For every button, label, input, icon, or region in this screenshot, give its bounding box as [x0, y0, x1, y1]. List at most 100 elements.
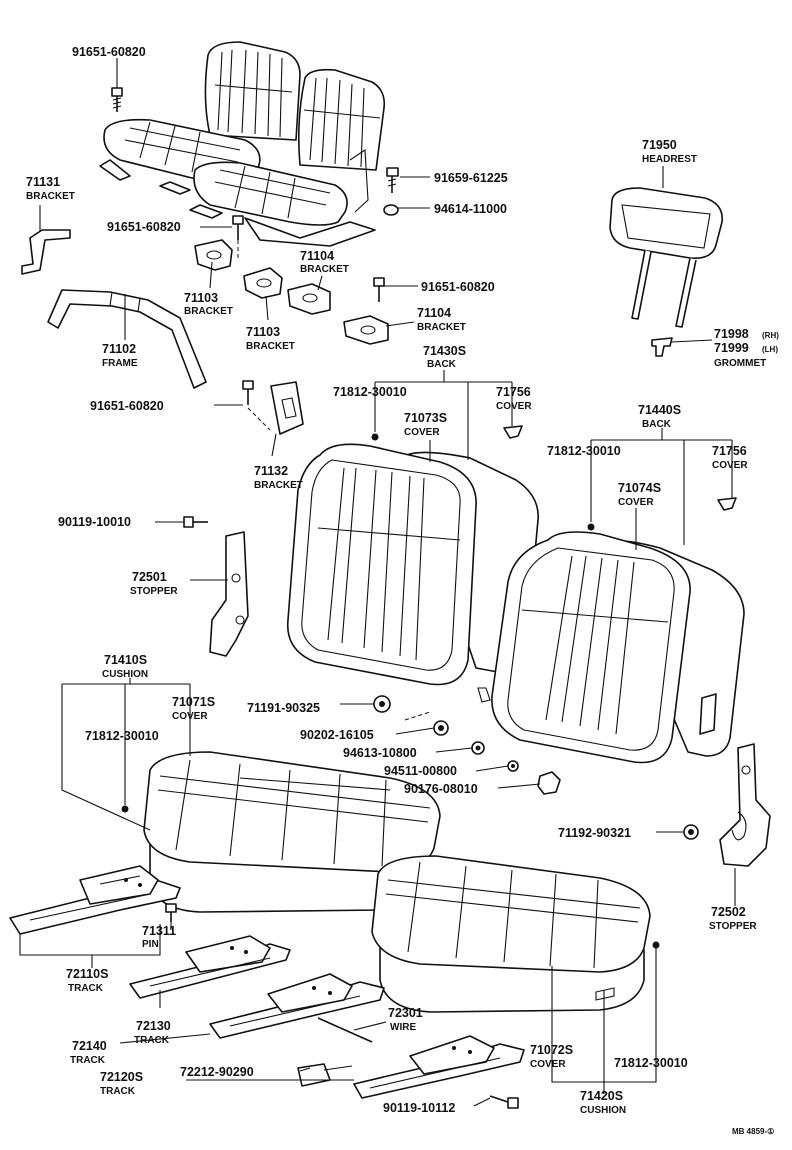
label-71072s: 71072S	[530, 1043, 573, 1057]
label-72110s: 72110S	[66, 967, 108, 981]
stopper-72501	[209, 531, 249, 657]
hog-ring-71812-d	[652, 941, 660, 949]
wire-72301	[317, 1017, 373, 1043]
leader-lines	[19, 58, 736, 1107]
track-72120s	[353, 1035, 525, 1099]
bolt-91651-right	[373, 277, 385, 302]
track-72140	[209, 973, 385, 1039]
label-72301-name: WIRE	[390, 1022, 416, 1033]
nut-90176	[537, 771, 561, 795]
label-71311: 71311	[142, 924, 176, 938]
label-71192-90321: 71192-90321	[558, 826, 631, 840]
label-71104-b: 71104	[417, 306, 451, 320]
label-90202-16105: 90202-16105	[300, 728, 374, 742]
grommet-71998	[651, 337, 673, 357]
bolt-91651-low	[242, 380, 271, 431]
label-91659-61225: 91659-61225	[434, 171, 508, 185]
label-71131-name: BRACKET	[26, 191, 75, 202]
label-71812-30010-d: 71812-30010	[614, 1056, 688, 1070]
label-72502: 72502	[711, 905, 746, 919]
label-72140: 72140	[72, 1039, 107, 1053]
label-71430s: 71430S	[423, 344, 466, 358]
label-71440s-name: BACK	[642, 419, 672, 430]
washer-94511	[507, 760, 519, 772]
bolt-90119-10112	[489, 1095, 519, 1109]
label-91651-60820-top: 91651-60820	[72, 45, 146, 59]
washer-94613	[471, 741, 485, 755]
bracket-71132	[270, 381, 304, 435]
headrest-71950	[609, 187, 723, 328]
label-71073s-name: COVER	[404, 427, 440, 438]
label-94613-10800: 94613-10800	[343, 746, 417, 760]
label-71191-90325: 71191-90325	[247, 701, 320, 715]
cushion-71410s	[143, 751, 441, 913]
label-71104-a: 71104	[300, 249, 334, 263]
part-labels: 91651-60820 91659-61225 94614-11000 9165…	[26, 45, 779, 1136]
label-72110s-name: TRACK	[68, 983, 104, 994]
label-71999-side: (LH)	[762, 345, 778, 354]
hog-ring-71812-a	[371, 433, 379, 441]
label-71420s: 71420S	[580, 1089, 623, 1103]
bracket-71103-b	[243, 267, 283, 299]
label-71756-b-name: COVER	[712, 460, 748, 471]
label-71104-b-name: BRACKET	[417, 322, 466, 333]
label-94614-11000: 94614-11000	[434, 202, 507, 216]
label-71131: 71131	[26, 175, 60, 189]
cover-71756-a	[503, 425, 523, 439]
label-71812-30010-a: 71812-30010	[333, 385, 407, 399]
label-71074s-name: COVER	[618, 497, 654, 508]
bracket-71131	[21, 229, 71, 275]
label-71410s: 71410S	[104, 653, 147, 667]
bolt-91651-mid	[232, 215, 244, 258]
label-71998: 71998	[714, 327, 749, 341]
label-71103-b-name: BRACKET	[246, 341, 295, 352]
bracket-71104-b	[343, 315, 389, 345]
label-71756-a-name: COVER	[496, 401, 532, 412]
diagram-reference-code: MB 4859-①	[732, 1127, 774, 1136]
label-91651-60820-right: 91651-60820	[421, 280, 495, 294]
label-71410s-name: CUSHION	[102, 669, 148, 680]
label-71440s: 71440S	[638, 403, 681, 417]
label-71103-b: 71103	[246, 325, 280, 339]
label-71812-30010-b: 71812-30010	[547, 444, 621, 458]
washer-71191	[373, 695, 391, 713]
label-71950: 71950	[642, 138, 677, 152]
hog-ring-71812-c	[121, 805, 129, 813]
label-72120s: 72120S	[100, 1070, 143, 1084]
track-72110s	[9, 865, 181, 935]
bolt-91659	[386, 167, 399, 193]
label-71071s: 71071S	[172, 695, 215, 709]
label-72301: 72301	[388, 1006, 423, 1020]
label-71950-name: HEADREST	[642, 154, 697, 165]
label-90119-10010: 90119-10010	[58, 515, 131, 529]
label-71420s-name: CUSHION	[580, 1105, 626, 1116]
bolt-90119-10010	[183, 516, 208, 528]
hog-ring-71812-b	[587, 523, 595, 531]
washer-71192	[683, 824, 699, 840]
label-71071s-name: COVER	[172, 711, 208, 722]
label-71132: 71132	[254, 464, 288, 478]
label-90119-10112: 90119-10112	[383, 1101, 455, 1115]
pin-71311	[165, 903, 177, 922]
nut-94614	[383, 204, 399, 216]
assembled-seat-illustration	[99, 41, 386, 247]
seat-back-71440s	[491, 531, 745, 764]
label-71072s-name: COVER	[530, 1059, 566, 1070]
label-72501: 72501	[132, 570, 167, 584]
label-71102: 71102	[102, 342, 136, 356]
bracket-71104-a	[287, 283, 331, 315]
cushion-71420s	[371, 855, 651, 1013]
label-91651-60820-mid: 91651-60820	[107, 220, 181, 234]
label-71074s: 71074S	[618, 481, 661, 495]
bolt-91651-top	[111, 87, 123, 112]
label-94511-00800: 94511-00800	[384, 764, 457, 778]
track-72130	[129, 935, 291, 999]
label-71102-name: FRAME	[102, 358, 138, 369]
label-71073s: 71073S	[404, 411, 447, 425]
label-72140-name: TRACK	[70, 1055, 106, 1066]
lever-72212	[297, 1063, 353, 1087]
label-71104-a-name: BRACKET	[300, 264, 349, 275]
label-71999-name: GROMMET	[714, 358, 766, 369]
label-71132-name: BRACKET	[254, 480, 303, 491]
